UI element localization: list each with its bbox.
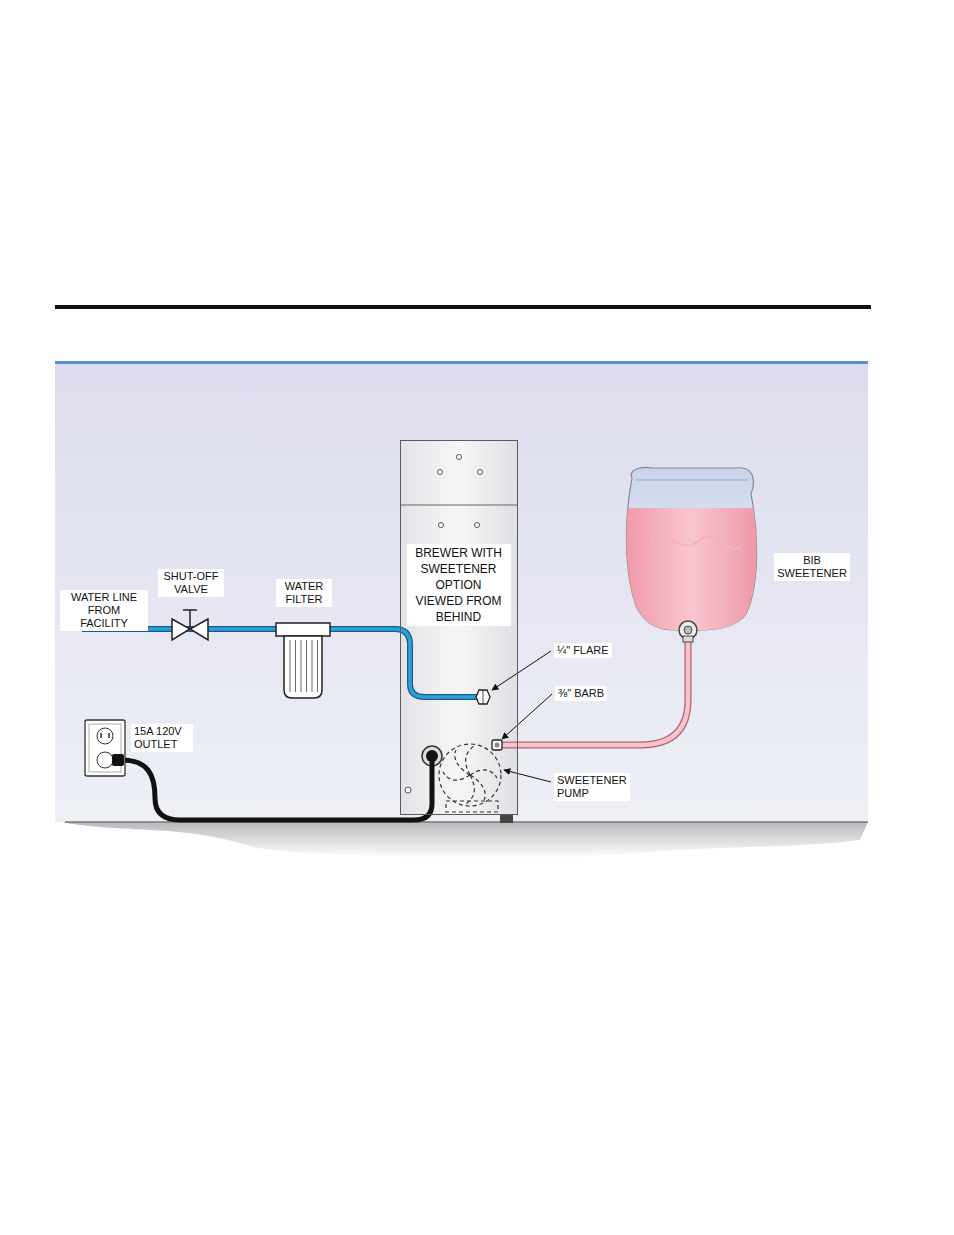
leader-lines xyxy=(502,694,552,739)
bib-sweetener-bag xyxy=(636,480,748,481)
sweetener-pump xyxy=(470,775,485,800)
sweetener-pump xyxy=(455,750,470,775)
pump-label: SWEETENER PUMP xyxy=(554,773,630,801)
water-filter xyxy=(276,623,330,698)
bib-sweetener-bag xyxy=(626,508,756,630)
filter-label: WATER FILTER xyxy=(276,579,332,607)
facility-water-line-label: WATER LINE FROM FACILITY xyxy=(60,590,148,631)
shut-off-valve xyxy=(172,619,190,640)
leader-lines xyxy=(504,770,551,782)
shut-off-valve xyxy=(183,609,197,611)
shut-off-valve xyxy=(190,619,208,640)
wall-outlet xyxy=(97,728,113,744)
water-filter xyxy=(290,640,318,692)
brewer-cabinet xyxy=(400,440,518,823)
fitting-label: ¼" FLARE xyxy=(554,643,612,658)
page-rule xyxy=(55,305,871,309)
water-line xyxy=(82,629,478,697)
sweetener-pump xyxy=(446,801,498,812)
shut-off-valve xyxy=(172,610,208,640)
wall-outlet xyxy=(85,720,125,776)
bib-sweetener-bag xyxy=(684,626,692,634)
filter-rib xyxy=(301,640,302,692)
sweetener-tube xyxy=(500,640,688,745)
shut-off-valve xyxy=(189,610,191,629)
brewer-cabinet xyxy=(400,440,518,815)
brewer-box: BREWER WITH SWEETENER OPTION VIEWED FROM… xyxy=(400,440,518,815)
brewer-cabinet xyxy=(478,470,483,475)
sweetener-tube xyxy=(500,640,688,745)
floor xyxy=(62,822,868,858)
wall-outlet xyxy=(85,720,125,776)
brewer-cabinet xyxy=(438,470,443,475)
filter-rib xyxy=(295,640,296,692)
brewer-cabinet xyxy=(500,815,513,823)
sweetener-pump xyxy=(466,775,474,804)
wall-panel xyxy=(55,363,868,822)
brewer-cabinet xyxy=(457,455,462,460)
fitting-label: ⅜" BARB xyxy=(555,686,607,701)
wall-outlet xyxy=(100,733,102,738)
valve-label: SHUT-OFF VALVE xyxy=(158,569,224,597)
brewer-cabinet xyxy=(401,504,517,505)
wall-outlet xyxy=(108,733,110,738)
outlet-label: 15A 120V OUTLET xyxy=(131,724,193,752)
sweetener-pump xyxy=(439,744,501,806)
sweetener-pump xyxy=(466,746,474,775)
flare-fitting xyxy=(476,690,490,704)
water-filter xyxy=(276,623,330,636)
leader-lines xyxy=(492,651,552,782)
wall-panel xyxy=(55,361,868,364)
sweetener-pump xyxy=(439,744,501,812)
barb-fitting xyxy=(495,743,500,748)
sweetener-pump xyxy=(443,772,470,780)
brewer-cabinet xyxy=(405,787,411,793)
page-rule xyxy=(55,305,871,309)
water-filter xyxy=(284,636,322,698)
node-label: BREWER WITH SWEETENER OPTION VIEWED FROM… xyxy=(407,544,511,626)
sweetener-tube xyxy=(500,640,688,745)
brewer-cabinet xyxy=(475,523,480,528)
sweetener-pump xyxy=(470,770,497,778)
bib-sweetener-bag xyxy=(626,467,756,642)
barb-fitting xyxy=(492,740,502,750)
bib-label: BIB SWEETENER xyxy=(774,553,850,581)
bib-sweetener-bag xyxy=(626,467,756,630)
power-cord xyxy=(426,750,438,762)
water-line xyxy=(82,629,478,697)
filter-rib xyxy=(312,640,313,692)
floor xyxy=(62,822,868,858)
filter-rib xyxy=(317,640,318,692)
bib-sweetener-bag xyxy=(650,534,742,549)
flare-fitting xyxy=(483,690,484,704)
power-cord xyxy=(122,760,432,820)
flare-fitting xyxy=(476,690,490,704)
bib-sweetener-bag xyxy=(683,636,693,642)
filter-rib xyxy=(306,640,307,692)
power-cord xyxy=(122,750,438,820)
water-line xyxy=(82,629,478,697)
barb-fitting xyxy=(492,740,502,750)
wall-panel xyxy=(55,361,868,822)
filter-rib xyxy=(290,640,291,692)
wall-outlet xyxy=(97,752,113,768)
brewer-cabinet xyxy=(439,523,444,528)
leader-lines xyxy=(492,651,551,690)
wall-outlet xyxy=(112,754,124,766)
